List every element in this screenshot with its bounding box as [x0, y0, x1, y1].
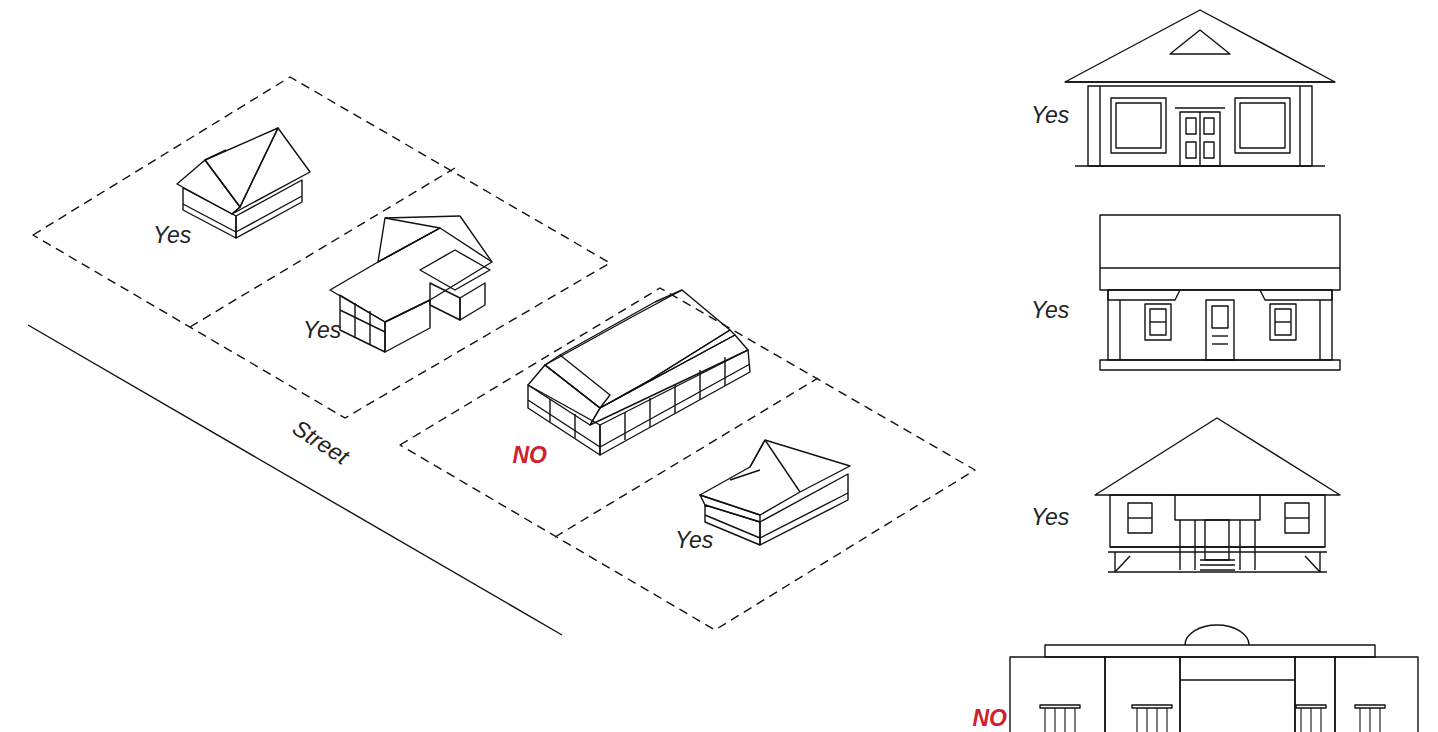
- yes-label: Yes: [1031, 297, 1069, 324]
- yes-label: Yes: [1031, 102, 1069, 129]
- no-label: NO: [513, 442, 548, 469]
- street-label: Street: [287, 414, 353, 470]
- house-yes-3: [700, 440, 850, 545]
- yes-label: Yes: [675, 527, 713, 554]
- street-line: [28, 325, 562, 635]
- no-label: NO: [973, 705, 1008, 732]
- house-yes-1: [177, 128, 310, 238]
- yes-label: Yes: [303, 317, 341, 344]
- yes-label: Yes: [1031, 504, 1069, 531]
- yes-label: Yes: [153, 222, 191, 249]
- elevation-no: [1010, 625, 1418, 732]
- house-no-lot: [528, 290, 750, 455]
- elevation-yes-1: [1065, 10, 1335, 166]
- elevation-yes-2: [1100, 215, 1340, 370]
- elevation-yes-3: [1095, 418, 1340, 572]
- house-yes-2: [330, 216, 492, 352]
- lot-lines: [33, 77, 975, 630]
